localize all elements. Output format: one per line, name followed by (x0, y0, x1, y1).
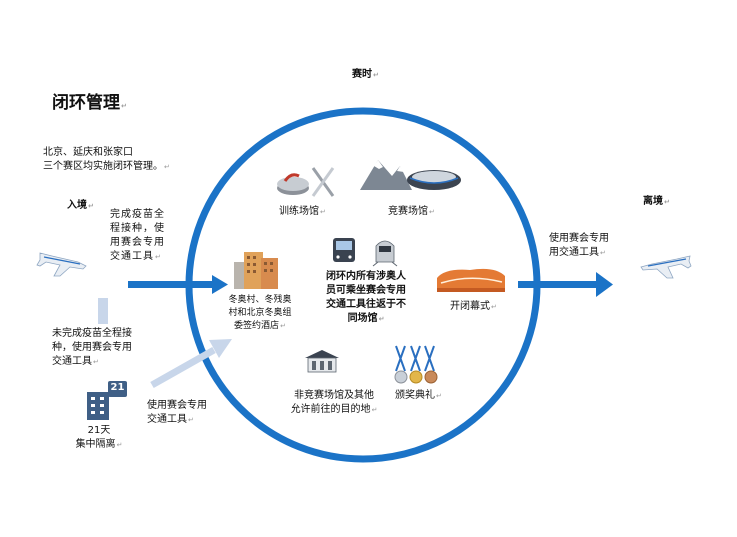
exit-arrow (518, 272, 613, 297)
stage-icon (437, 268, 505, 292)
competition-venue-label: 竞赛场馆↵ (388, 206, 435, 217)
hotel-buildings-icon (234, 252, 278, 289)
quarantine-exit-arrow (150, 339, 232, 389)
stadium-icon (407, 170, 461, 190)
bus-icon (333, 238, 355, 262)
mountains-icon (360, 160, 412, 190)
after-quarantine-text: 使用赛会专用 交通工具↵ (147, 400, 207, 425)
curling-stone-icon (277, 173, 309, 195)
entry-label: 入境↵ (67, 200, 94, 211)
building-icon (305, 350, 339, 373)
village-hotel-label: 冬奥村、冬残奥 村和北京冬奥组 委签约酒店↵ (228, 295, 292, 331)
entry-arrow (128, 275, 228, 294)
training-venue-label: 训练场馆↵ (279, 206, 326, 217)
subtitle: 北京、延庆和张家口 三个赛区均实施闭环管理。↵ (43, 147, 170, 172)
train-icon (372, 240, 398, 267)
skis-icon (311, 167, 335, 197)
unvaccinated-path (98, 298, 108, 324)
quarantine-building-icon (87, 381, 127, 420)
vaccinated-text: 完成疫苗全 程接种，使 用赛会专用 交通工具↵ (110, 209, 165, 262)
center-text: 闭环内所有涉奥人 员可乘坐赛会专用 交通工具往返于不 同场馆↵ (326, 271, 406, 324)
games-time-label: 赛时↵ (352, 69, 379, 80)
quarantine-badge: 21 (110, 382, 125, 393)
exit-transport-text: 使用赛会专用 用交通工具↵ (549, 233, 609, 258)
page-title: 闭环管理↵ (52, 93, 127, 113)
unvaccinated-text: 未完成疫苗全程接 种，使用赛会专用 交通工具↵ (52, 328, 132, 367)
airplane-icon (36, 252, 87, 277)
ceremony-label: 开闭幕式↵ (450, 301, 497, 312)
exit-label: 离境↵ (643, 196, 670, 207)
airplane-icon (640, 255, 692, 279)
medal-ceremony-label: 颁奖典礼↵ (395, 390, 442, 401)
non-competition-label: 非竞赛场馆及其他 允许前往的目的地↵ (290, 390, 378, 415)
medals-icon (394, 345, 438, 384)
quarantine-text: 21天 集中隔离↵ (75, 425, 123, 450)
